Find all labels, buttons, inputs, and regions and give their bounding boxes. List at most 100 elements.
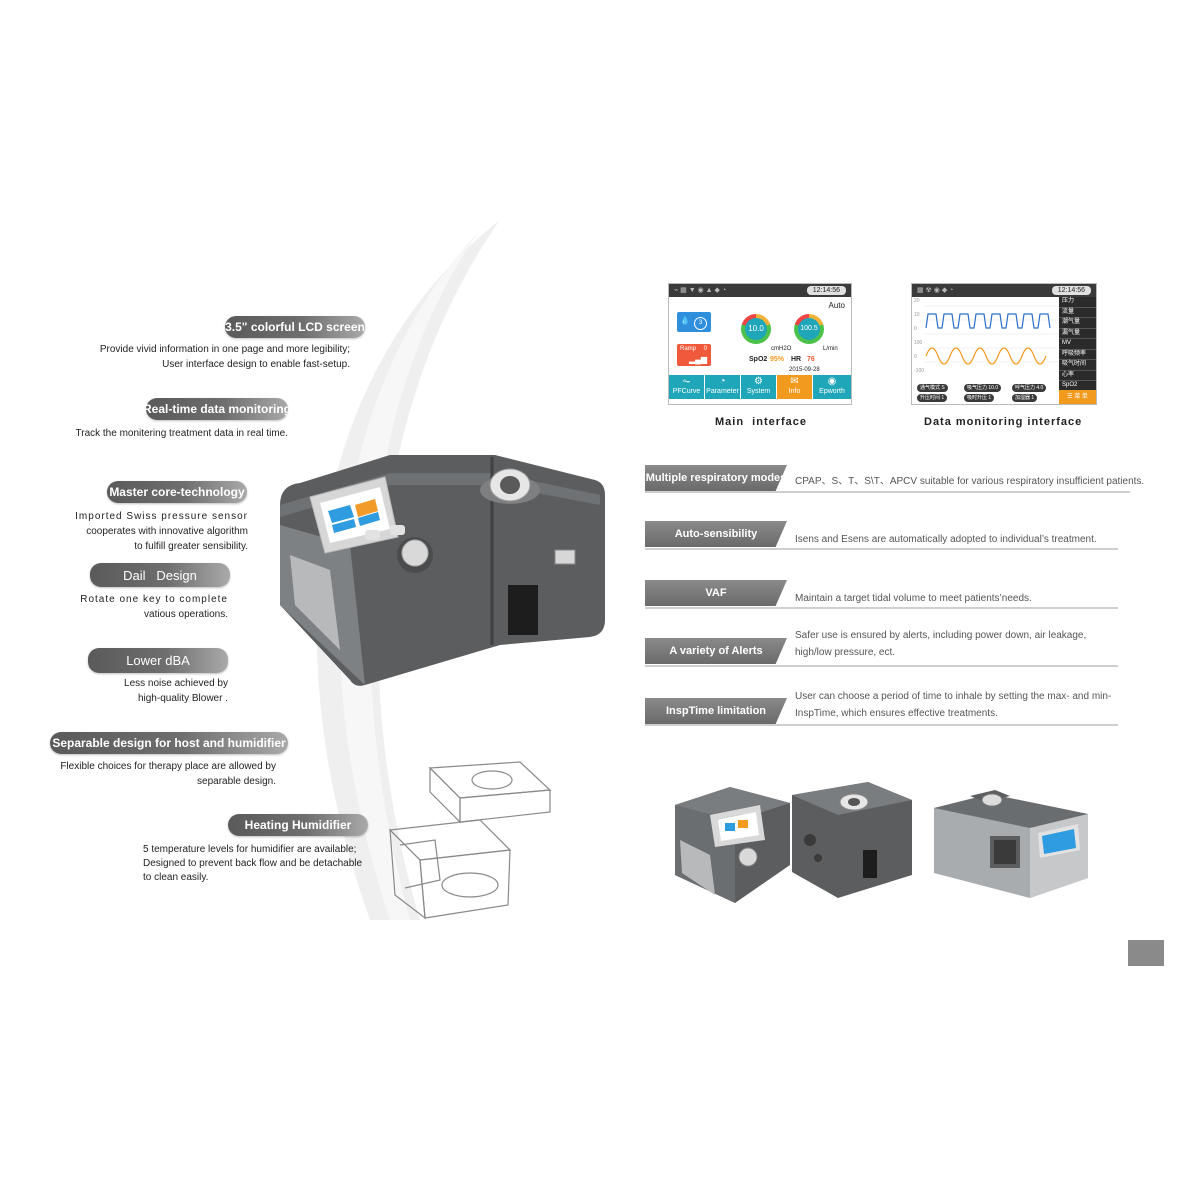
feature-text-alerts-1: Safer use is ensured by alerts, includin… <box>795 630 1087 641</box>
gear-icon: ⚙ <box>754 376 763 387</box>
param-tag: 吸气压力 10.0 <box>964 384 1002 392</box>
mode-label: Auto <box>828 301 845 310</box>
ramp-value: 0 <box>703 346 707 352</box>
feature-tab-insptime: InspTime limitation <box>645 698 787 724</box>
status-bar: ⌁ ▦ ▼ ◉ ▲ ◆ ◔ 12:14:56 <box>669 284 851 297</box>
feature-title-dba: Lower dBA <box>88 648 228 673</box>
humidifier-tile[interactable]: 💧 3 <box>677 312 711 332</box>
hr-label: HR <box>791 356 802 363</box>
feature-desc-lcd-1: Provide vivid information in one page an… <box>99 344 350 355</box>
cpap-device-image <box>280 455 605 686</box>
feature-desc-core-2: cooperates with innovative algorithm <box>86 526 248 537</box>
param-tag: 升压时间 1 <box>917 394 948 402</box>
spo2-label: SpO2 <box>749 356 768 363</box>
device-side-image <box>934 790 1088 898</box>
device-front-image <box>675 787 790 903</box>
pfcurve-button[interactable]: ⏦PFCurve <box>669 375 704 399</box>
feature-text-alerts-2: high/low pressure, ect. <box>795 647 896 658</box>
menu-item[interactable]: 吸气时间 <box>1059 360 1096 371</box>
feature-title-separable: Separable design for host and humidifier <box>50 732 288 754</box>
feature-tab-alerts: A variety of Alerts <box>645 638 787 664</box>
feature-text-insptime-2: InspTime, which ensures effective treatm… <box>795 708 998 719</box>
monitor-clock: 12:14:56 <box>1051 286 1091 295</box>
param-tag: 加湿器 1 <box>1012 394 1038 402</box>
axis-bottom-1: 100 <box>914 340 923 346</box>
pressure-unit: cmH2O <box>771 346 792 352</box>
feature-desc-lcd-2: User interface design to enable fast-set… <box>162 359 350 370</box>
eye-icon: ◉ <box>827 376 837 387</box>
divider <box>645 491 1130 493</box>
spo2-value: 95% <box>770 356 785 363</box>
feature-desc-core-1: Imported Swiss pressure sensor <box>75 511 248 522</box>
feature-text-insptime-1: User can choose a period of time to inha… <box>795 691 1112 702</box>
background-swoosh <box>316 220 500 920</box>
menu-button[interactable]: ☰ 菜 单 <box>1059 390 1096 404</box>
param-tag: 呼气压力 4.0 <box>1012 384 1047 392</box>
main-interface-screen: ⌁ ▦ ▼ ◉ ▲ ◆ ◔ 12:14:56 Auto 💧 3 Ramp 0 ▂… <box>668 283 852 405</box>
monitor-status-bar: ▦ ☢ ◉ ◆ ◔ 12:14:56 <box>912 284 1096 297</box>
feature-desc-dial-1: Rotate one key to complete <box>80 594 228 605</box>
feature-title-dial: Dail Design <box>90 563 230 587</box>
axis-top-3: 0 <box>914 326 917 332</box>
feature-text-auto: Isens and Esens are automatically adopte… <box>795 534 1097 545</box>
flow-value: 100.5 <box>798 318 820 340</box>
hr-value: 76 <box>807 356 815 363</box>
feature-title-monitoring: Real-time data monitoring <box>143 398 291 420</box>
info-button[interactable]: ✉Info <box>777 375 812 399</box>
humidifier-image <box>388 761 552 920</box>
feature-title-lcd: 3.5" colorful LCD screen <box>225 316 365 338</box>
list-icon: ☰ <box>1067 394 1075 400</box>
parameter-button[interactable]: ◔Parameter <box>705 375 740 399</box>
axis-bottom-3: -100 <box>914 368 925 374</box>
menu-item[interactable]: MV <box>1059 339 1096 350</box>
feature-title-core: Master core-technology <box>107 481 247 503</box>
feature-desc-monitoring: Track the monitering treatment data in r… <box>75 428 289 439</box>
status-icons: ⌁ ▦ ▼ ◉ ▲ ◆ ◔ <box>674 287 727 294</box>
humid-level: 3 <box>694 317 707 330</box>
ramp-label: Ramp <box>680 346 697 352</box>
menu-item[interactable]: 呼吸频率 <box>1059 350 1096 360</box>
monitoring-interface-caption: Data monitoring interface <box>924 416 1083 428</box>
date: 2015-09-28 <box>789 367 820 373</box>
menu-item[interactable]: 压力 <box>1059 297 1096 308</box>
menu-item[interactable]: 潮气量 <box>1059 318 1096 329</box>
axis-top-1: 20 <box>914 298 920 304</box>
pressure-gauge: 10.0 <box>741 314 771 344</box>
menu-item[interactable]: 流量 <box>1059 308 1096 318</box>
flow-wave <box>925 347 1047 365</box>
feature-desc-dba-2: high-quality Blower . <box>137 693 228 704</box>
monitor-status-icons: ▦ ☢ ◉ ◆ ◔ <box>917 287 954 294</box>
divider <box>645 665 1118 667</box>
divider <box>645 607 1118 609</box>
page-corner-tab <box>1128 940 1164 966</box>
monitor-menu: 压力 流量 潮气量 漏气量 MV 呼吸频率 吸气时间 心率 SpO2 <box>1059 297 1096 392</box>
divider <box>645 548 1118 550</box>
feature-tab-modes: Multiple respiratory modes <box>645 465 787 491</box>
param-tag: 通气模式 S <box>917 384 948 392</box>
clock: 12:14:56 <box>806 286 846 295</box>
droplet-icon: 💧 <box>680 316 690 325</box>
feature-title-humidifier: Heating Humidifier <box>228 814 368 836</box>
feature-desc-dba-1: Less noise achieved by <box>124 678 228 689</box>
epworth-button[interactable]: ◉Epworth <box>813 375 851 399</box>
feature-desc-humidifier-2: Designed to prevent back flow and be det… <box>143 858 363 869</box>
system-button[interactable]: ⚙System <box>741 375 776 399</box>
menu-item[interactable]: 心率 <box>1059 371 1096 381</box>
monitoring-interface-screen: ▦ ☢ ◉ ◆ ◔ 12:14:56 压力 流量 潮气量 漏气量 MV 呼吸频率… <box>911 283 1097 405</box>
feature-desc-humidifier-3: to clean easily. <box>143 872 209 883</box>
pressure-wave <box>925 313 1051 329</box>
pressure-value: 10.0 <box>745 318 767 340</box>
divider <box>645 724 1118 726</box>
param-tag: 吸时升压 1 <box>964 394 995 402</box>
axis-top-2: 10 <box>914 312 920 318</box>
axis-bottom-2: 0 <box>914 354 917 360</box>
menu-item[interactable]: 漏气量 <box>1059 329 1096 339</box>
ramp-tile[interactable]: Ramp 0 ▂▄▆ <box>677 344 711 366</box>
feature-text-vaf: Maintain a target tidal volume to meet p… <box>795 593 1032 604</box>
bars-icon: ▂▄▆ <box>689 355 707 364</box>
feature-tab-auto: Auto-sensibility <box>645 521 787 547</box>
mail-icon: ✉ <box>790 376 799 387</box>
waveform-plot <box>924 305 1058 365</box>
main-interface-caption: Main interface <box>715 416 808 428</box>
feature-desc-separable-2: separable design. <box>197 776 276 787</box>
